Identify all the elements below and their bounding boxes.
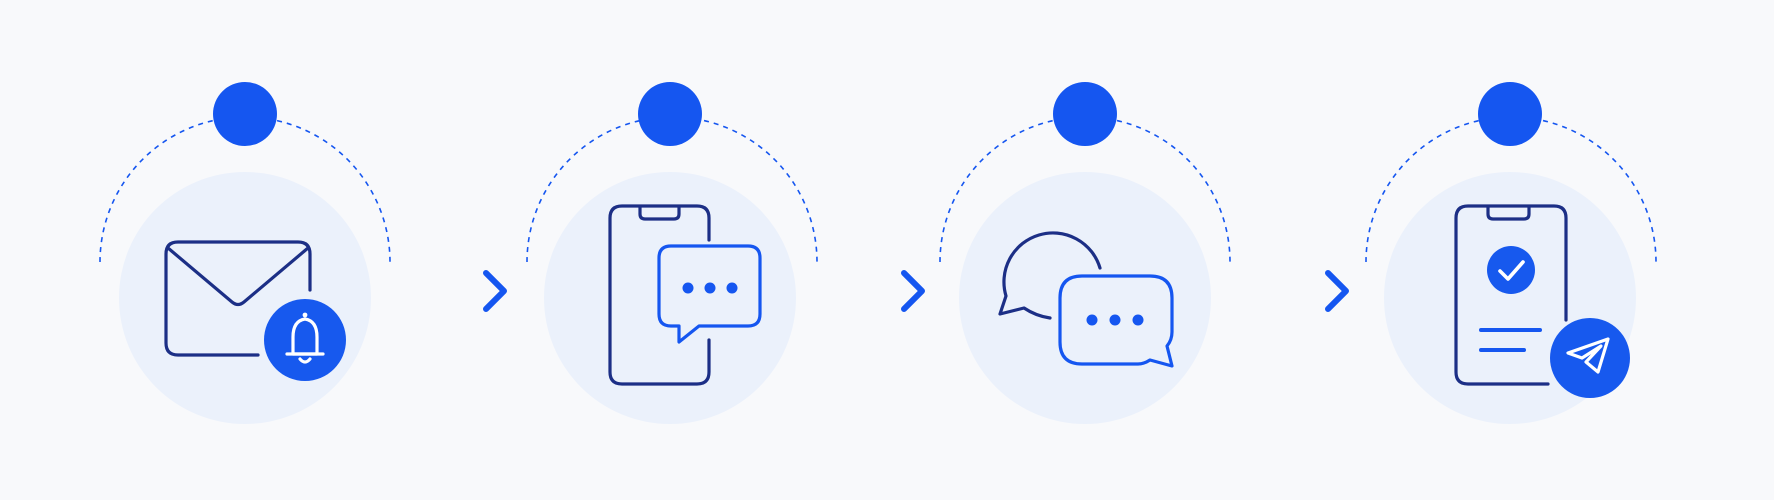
- phone-chat-bubble-icon: [608, 204, 762, 386]
- phone-check-send-icon: [1454, 204, 1630, 398]
- step-1: [99, 82, 391, 424]
- step-1-marker-dot: [213, 82, 277, 146]
- step-3: [939, 82, 1231, 424]
- paper-plane-icon: [1566, 337, 1610, 374]
- step-3-marker-dot: [1053, 82, 1117, 146]
- step-1-bg-circle: [119, 172, 371, 424]
- envelope-bell-icon: [164, 240, 346, 381]
- conversation-bubbles-icon: [998, 231, 1174, 368]
- arrow-right-icon: [824, 270, 926, 312]
- step-2: [526, 82, 818, 424]
- step-4: [1365, 82, 1657, 424]
- step-2-bg-circle: [544, 172, 796, 424]
- step-4-marker-dot: [1478, 82, 1542, 146]
- arrow-right-icon: [1248, 270, 1350, 312]
- step-2-marker-dot: [638, 82, 702, 146]
- arrow-right-icon: [406, 270, 508, 312]
- bell-icon: [285, 312, 325, 364]
- check-icon: [1498, 260, 1525, 281]
